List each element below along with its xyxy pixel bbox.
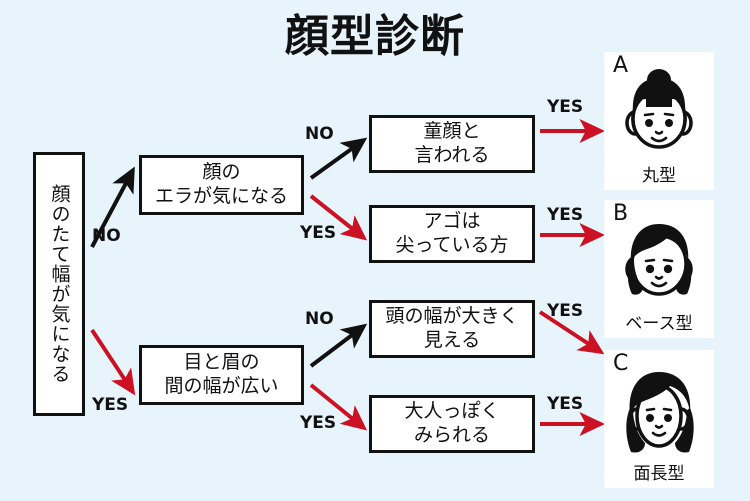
face-icon-long [626, 372, 694, 453]
question-node-a1[interactable]: 童顔と 言われる [369, 115, 535, 173]
edge-start-no [90, 166, 135, 248]
result-card-c[interactable]: C 面長型 [604, 350, 714, 488]
start-node[interactable]: 顔のたて幅が気になる [33, 152, 85, 416]
question-node-a4[interactable]: 大人っぽく みられる [369, 395, 535, 453]
edge-q2-yes [309, 383, 368, 431]
start-node-label: 顔のたて幅が気になる [48, 184, 71, 384]
question-node-q1-label: 顔の エラが気になる [154, 161, 288, 207]
question-node-q2[interactable]: 目と眉の 間の幅が広い [139, 345, 304, 405]
result-card-b-caption: ベース型 [625, 314, 693, 334]
question-node-a2[interactable]: アゴは 尖っている方 [369, 205, 535, 263]
result-card-a[interactable]: A 丸型 [604, 52, 714, 190]
edge-start-yes [90, 328, 136, 396]
question-node-q1[interactable]: 顔の エラが気になる [139, 155, 304, 215]
question-node-a4-label: 大人っぽく みられる [404, 400, 500, 446]
edge-label-a2-yes: YES [547, 205, 584, 225]
face-icon-round [625, 69, 693, 149]
edge-label-a3-yes: YES [547, 301, 584, 321]
edge-label-q1-yes: YES [300, 223, 337, 243]
question-node-a3[interactable]: 頭の幅が大きく 見える [369, 300, 535, 358]
result-card-c-letter: C [613, 351, 629, 376]
edge-label-q1-no: NO [305, 124, 334, 144]
edge-label-start-yes: YES [92, 395, 129, 415]
face-icon-base [625, 224, 693, 296]
edge-label-a4-yes: YES [547, 394, 584, 414]
edge-label-q2-yes: YES [300, 413, 337, 433]
edge-a3-yes [538, 310, 605, 355]
result-card-b-letter: B [613, 201, 629, 226]
edge-q1-no [309, 137, 368, 180]
result-card-b[interactable]: B ベース型 [604, 200, 714, 338]
result-card-a-caption: 丸型 [642, 166, 676, 186]
question-node-q2-label: 目と眉の 間の幅が広い [164, 351, 279, 397]
edge-label-start-no: NO [92, 226, 121, 246]
question-node-a2-label: アゴは 尖っている方 [395, 210, 509, 256]
edge-q1-yes [309, 194, 368, 241]
result-card-a-letter: A [613, 53, 629, 78]
edge-label-a1-yes: YES [547, 97, 584, 117]
edge-label-q2-no: NO [305, 309, 334, 329]
edge-q2-no [309, 323, 368, 368]
question-node-a3-label: 頭の幅が大きく 見える [385, 305, 519, 351]
question-node-a1-label: 童顔と 言われる [414, 120, 490, 166]
result-card-c-caption: 面長型 [633, 464, 685, 484]
page-title: 顔型診断 [285, 11, 465, 62]
